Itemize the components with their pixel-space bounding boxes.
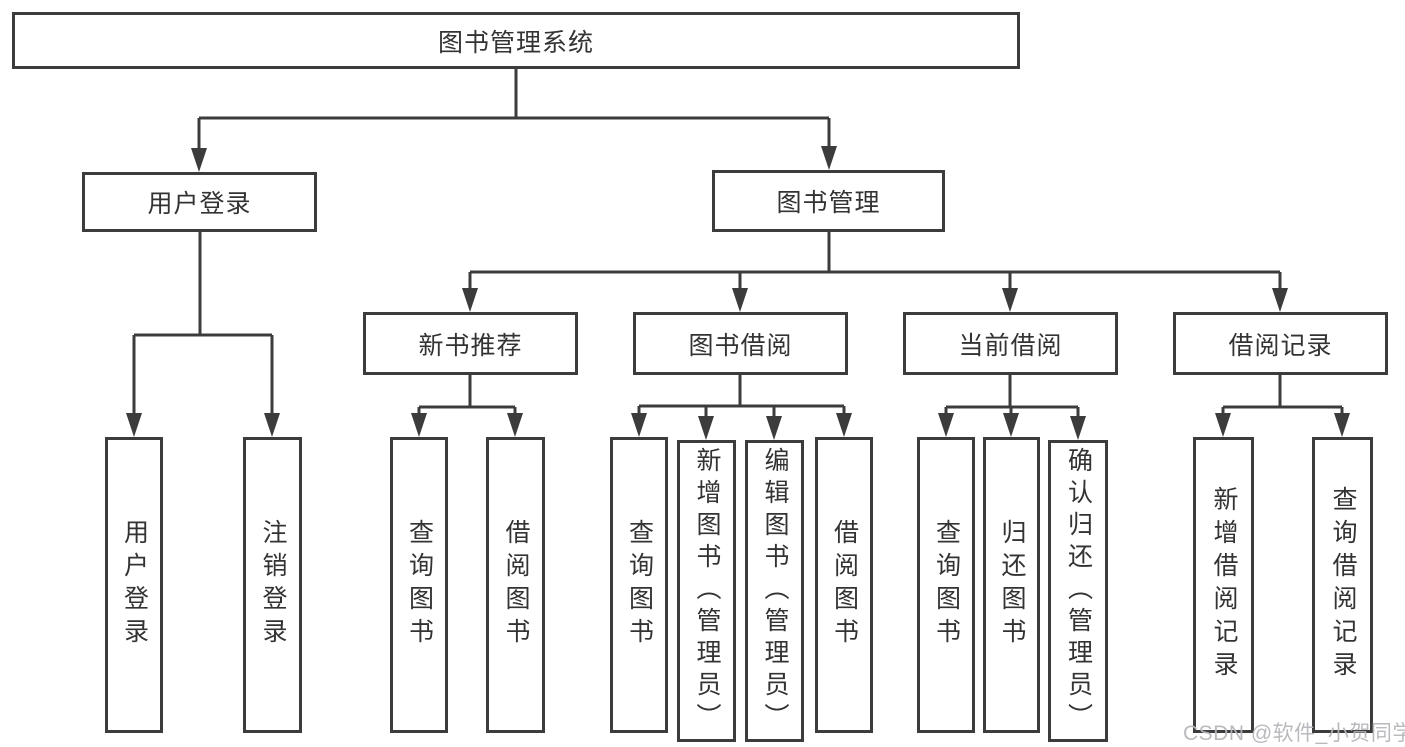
leaf-user-login: 用户登录 xyxy=(105,437,163,733)
leaf-label: 注销登录 xyxy=(259,519,287,651)
arrow-down-icon xyxy=(411,413,427,437)
leaf-label: 查询图书 xyxy=(405,519,434,651)
leaf-label: 新增借阅记录 xyxy=(1210,486,1238,684)
leaf-query-books-3: 查询图书 xyxy=(917,437,975,733)
leaf-label: 用户登录 xyxy=(120,519,149,651)
node-book-borrow: 图书借阅 xyxy=(633,312,848,375)
arrow-down-icon xyxy=(631,413,647,437)
leaf-return-books: 归还图书 xyxy=(983,437,1040,733)
arrow-down-icon xyxy=(766,416,782,440)
leaf-label: 新增图书（管理员） xyxy=(693,447,721,735)
arrow-down-icon xyxy=(1334,413,1350,437)
leaf-label: 编辑图书（管理员） xyxy=(761,447,789,735)
leaf-label: 查询借阅记录 xyxy=(1329,486,1357,684)
leaf-label: 借阅图书 xyxy=(830,519,859,651)
leaf-label: 确认归还（管理员） xyxy=(1064,447,1093,735)
leaf-borrow-books-1: 借阅图书 xyxy=(486,437,545,733)
node-library-system: 图书管理系统 xyxy=(12,12,1020,69)
arrow-down-icon xyxy=(1070,416,1086,440)
leaf-borrow-books-2: 借阅图书 xyxy=(815,437,873,733)
arrow-down-icon xyxy=(191,148,207,172)
arrow-down-icon xyxy=(698,416,714,440)
leaf-label: 查询图书 xyxy=(932,519,961,651)
leaf-query-books-2: 查询图书 xyxy=(610,437,668,733)
leaf-query-borrow-record: 查询借阅记录 xyxy=(1312,437,1373,733)
node-borrow-records: 借阅记录 xyxy=(1173,312,1388,375)
node-user-login: 用户登录 xyxy=(82,172,317,232)
arrow-down-icon xyxy=(732,288,748,312)
leaf-logout: 注销登录 xyxy=(243,437,302,733)
arrow-down-icon xyxy=(1215,413,1231,437)
leaf-label: 借阅图书 xyxy=(502,519,530,651)
leaf-query-books-1: 查询图书 xyxy=(390,437,448,733)
arrow-down-icon xyxy=(1272,288,1288,312)
arrow-down-icon xyxy=(462,288,478,312)
leaf-label: 归还图书 xyxy=(998,519,1026,651)
leaf-label: 查询图书 xyxy=(625,519,654,651)
arrow-down-icon xyxy=(126,413,142,437)
leaf-confirm-return-admin: 确认归还（管理员） xyxy=(1048,440,1108,742)
csdn-watermark: CSDN @软件_小贺同学 xyxy=(1183,722,1405,745)
arrow-down-icon xyxy=(938,413,954,437)
arrow-down-icon xyxy=(264,413,280,437)
arrow-down-icon xyxy=(836,413,852,437)
leaf-add-book-admin: 新增图书（管理员） xyxy=(677,440,736,742)
leaf-add-borrow-record: 新增借阅记录 xyxy=(1193,437,1254,733)
node-book-management: 图书管理 xyxy=(712,170,945,232)
arrow-down-icon xyxy=(507,413,523,437)
arrow-down-icon xyxy=(821,146,837,170)
leaf-edit-book-admin: 编辑图书（管理员） xyxy=(745,440,804,742)
node-new-book-recommend: 新书推荐 xyxy=(363,312,578,375)
arrow-down-icon xyxy=(1002,288,1018,312)
arrow-down-icon xyxy=(1003,413,1019,437)
node-current-borrow: 当前借阅 xyxy=(903,312,1118,375)
